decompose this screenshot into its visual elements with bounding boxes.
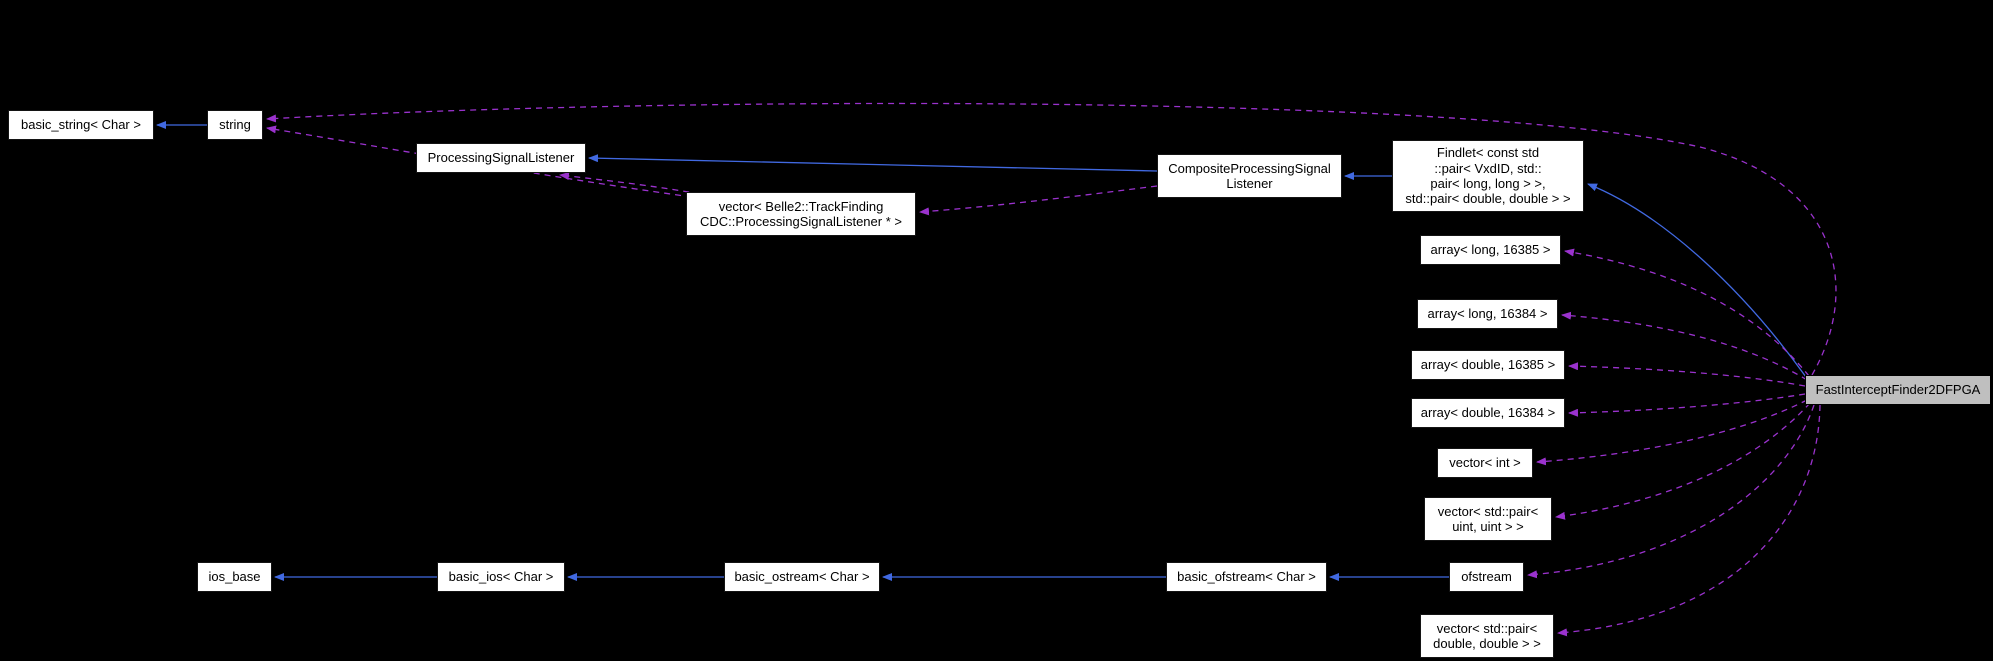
edge-inherit-composite-to-processing-signal-listener	[588, 154, 1158, 172]
node-string[interactable]: string	[207, 110, 263, 140]
node-basic-string[interactable]: basic_string< Char >	[8, 110, 154, 140]
node-label: ProcessingSignalListener	[427, 150, 575, 166]
node-ios-base[interactable]: ios_base	[197, 562, 272, 592]
node-fast-intercept-finder-2d-fpga: FastInterceptFinder2DFPGA	[1805, 375, 1991, 405]
node-array-long-16384[interactable]: array< long, 16384 >	[1417, 299, 1558, 329]
edge-usage-fastinterceptfinder-to-vector-pair-uint	[1555, 402, 1811, 520]
node-label: ofstream	[1461, 569, 1512, 585]
edge-usage-fastinterceptfinder-to-array-long-16384	[1561, 311, 1808, 381]
node-label: array< double, 16385 >	[1420, 357, 1556, 373]
edge-usage-vector-psl-to-processing-signal-listener	[559, 172, 701, 195]
edge-inherit-fastinterceptfinder-to-findlet	[1587, 183, 1807, 378]
edge-usage-fastinterceptfinder-to-ofstream	[1527, 404, 1815, 579]
node-label: basic_string< Char >	[21, 117, 141, 133]
node-label: vector< Belle2::TrackFinding CDC::Proces…	[700, 198, 902, 229]
edge-usage-fastinterceptfinder-to-array-double-16385	[1568, 362, 1806, 387]
node-label: array< double, 16384 >	[1420, 405, 1556, 421]
node-label: Findlet< const std ::pair< VxdID, std:: …	[1405, 145, 1571, 207]
node-processing-signal-listener[interactable]: ProcessingSignalListener	[416, 143, 586, 173]
edge-usage-fastinterceptfinder-to-vector-pair-double	[1557, 404, 1821, 637]
node-label: basic_ios< Char >	[448, 569, 554, 585]
node-vector-pair-double[interactable]: vector< std::pair< double, double > >	[1420, 614, 1554, 658]
node-label: vector< int >	[1449, 455, 1521, 471]
node-ofstream[interactable]: ofstream	[1449, 562, 1524, 592]
edge-usage-fastinterceptfinder-to-array-long-16385	[1564, 248, 1810, 377]
edge-usage-fastinterceptfinder-to-vector-int	[1536, 399, 1808, 466]
node-array-double-16384[interactable]: array< double, 16384 >	[1411, 398, 1565, 428]
node-label: string	[219, 117, 251, 133]
node-label: ios_base	[208, 569, 261, 585]
node-label: vector< std::pair< double, double > >	[1433, 620, 1541, 651]
node-basic-ofstream[interactable]: basic_ofstream< Char >	[1166, 562, 1327, 592]
node-label: basic_ofstream< Char >	[1177, 569, 1316, 585]
node-vector-pair-uint[interactable]: vector< std::pair< uint, uint > >	[1424, 497, 1552, 541]
node-label: CompositeProcessingSignal Listener	[1168, 160, 1331, 191]
node-vector-processing-signal-listener[interactable]: vector< Belle2::TrackFinding CDC::Proces…	[686, 192, 916, 236]
edge-usage-fastinterceptfinder-to-string	[266, 102, 1837, 376]
node-label: array< long, 16385 >	[1430, 242, 1551, 258]
node-vector-int[interactable]: vector< int >	[1437, 448, 1533, 478]
node-findlet[interactable]: Findlet< const std ::pair< VxdID, std:: …	[1392, 140, 1584, 212]
node-composite-processing-signal-listener[interactable]: CompositeProcessingSignal Listener	[1157, 154, 1342, 198]
node-label: FastInterceptFinder2DFPGA	[1815, 382, 1981, 398]
node-array-long-16385[interactable]: array< long, 16385 >	[1420, 235, 1561, 265]
node-basic-ostream[interactable]: basic_ostream< Char >	[724, 562, 880, 592]
node-array-double-16385[interactable]: array< double, 16385 >	[1411, 350, 1565, 380]
node-label: array< long, 16384 >	[1427, 306, 1548, 322]
edge-usage-fastinterceptfinder-to-array-double-16384	[1568, 393, 1806, 417]
edge-usage-composite-to-vector-psl	[919, 185, 1158, 216]
node-basic-ios[interactable]: basic_ios< Char >	[437, 562, 565, 592]
node-label: basic_ostream< Char >	[734, 569, 870, 585]
node-label: vector< std::pair< uint, uint > >	[1437, 503, 1539, 534]
